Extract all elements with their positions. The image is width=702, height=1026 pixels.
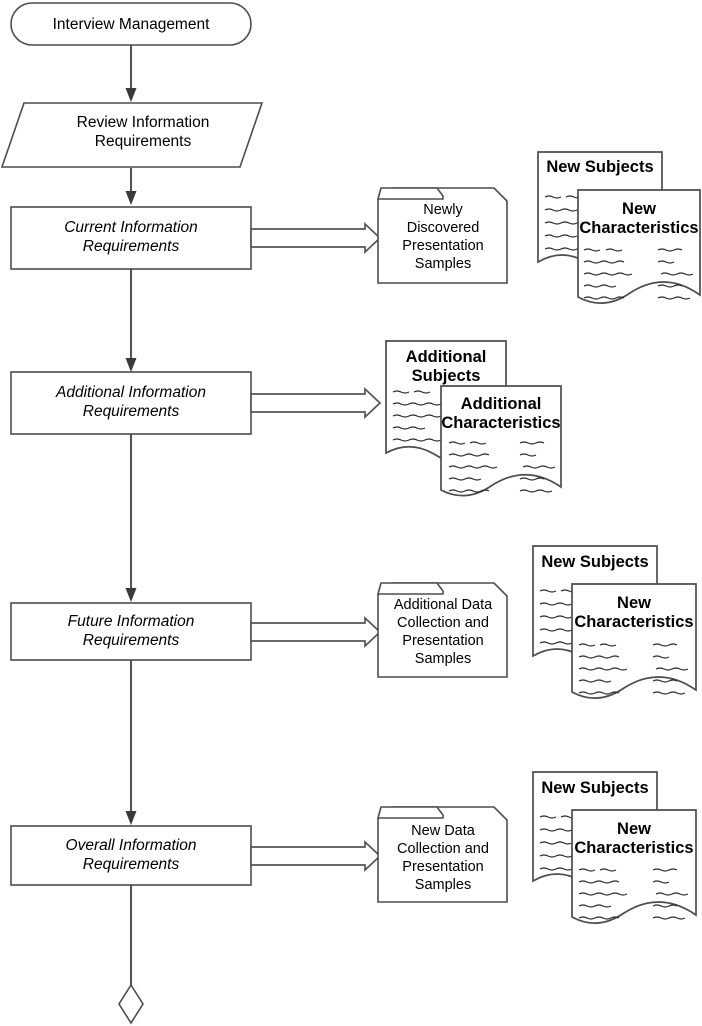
process-label-line1: Future Information [68, 613, 195, 630]
process-label-line2: Requirements [83, 632, 180, 649]
input-node-label-line1: Review Information [77, 114, 210, 131]
folder-line-1: New Data [411, 823, 476, 839]
process-node-current-information-requirements[interactable]: Current Information Requirements [10, 206, 252, 270]
folder-node-newly-discovered-presentation-samples[interactable]: Newly Discovered Presentation Samples [376, 187, 508, 284]
folder-line-2: Collection and [397, 841, 489, 857]
document-front-text-lines [578, 868, 689, 920]
document-front-label-line2: Characteristics [574, 613, 693, 631]
folder-line-2: Collection and [397, 615, 489, 631]
block-arrow-row3 [250, 616, 382, 648]
document-front-new-characteristics-row1[interactable]: New Characteristics [577, 189, 701, 304]
folder-line-1: Newly [423, 202, 463, 218]
folder-node-additional-data-collection-presentation-samples[interactable]: Additional Data Collection and Presentat… [376, 582, 508, 678]
folder-line-3: Presentation [402, 633, 483, 649]
document-back-text-lines [544, 195, 602, 251]
document-front-label-line2: Characteristics [579, 219, 698, 237]
process-node-overall-information-requirements[interactable]: Overall Information Requirements [10, 825, 252, 886]
input-node-review-information-requirements[interactable]: Review Information Requirements [0, 102, 264, 168]
document-back-text-lines [539, 815, 597, 871]
document-front-text-lines [448, 441, 556, 493]
document-front-new-characteristics-row3[interactable]: New Characteristics [571, 583, 697, 699]
document-front-text-lines [583, 248, 694, 300]
folder-line-2: Discovered [407, 220, 480, 236]
folder-line-1: Additional Data [394, 597, 493, 613]
start-node-interview-management[interactable]: Interview Management [10, 2, 252, 46]
document-front-label-line2: Characteristics [574, 839, 693, 857]
document-back-label: New Subjects [541, 779, 648, 797]
document-front-label-line1: New [622, 200, 656, 218]
process-label-line2: Requirements [83, 856, 180, 873]
process-label-line2: Requirements [83, 238, 180, 255]
block-arrow-row2 [250, 387, 382, 419]
process-label-line1: Additional Information [55, 384, 206, 401]
folder-line-3: Presentation [402, 859, 483, 875]
folder-line-3: Presentation [402, 238, 483, 254]
document-front-label-line1: New [617, 594, 651, 612]
document-back-label: New Subjects [541, 553, 648, 571]
end-node-diamond[interactable] [118, 983, 144, 1025]
document-back-label-line2: Subjects [412, 367, 481, 385]
document-front-label-line1: Additional [461, 395, 542, 413]
document-front-text-lines [578, 643, 689, 695]
document-back-label: New Subjects [546, 158, 653, 176]
folder-line-4: Samples [415, 651, 471, 667]
input-node-label-line2: Requirements [95, 133, 192, 150]
process-label-line1: Overall Information [66, 837, 197, 854]
folder-line-4: Samples [415, 877, 471, 893]
block-arrow-row4 [250, 840, 382, 872]
folder-node-new-data-collection-presentation-samples[interactable]: New Data Collection and Presentation Sam… [376, 806, 508, 903]
process-label-line2: Requirements [83, 403, 180, 420]
document-front-label-line1: New [617, 820, 651, 838]
start-node-label: Interview Management [53, 16, 210, 33]
process-node-future-information-requirements[interactable]: Future Information Requirements [10, 602, 252, 661]
process-label-line1: Current Information [64, 219, 198, 236]
block-arrow-row1 [250, 222, 382, 254]
document-front-new-characteristics-row4[interactable]: New Characteristics [571, 809, 697, 924]
document-front-additional-characteristics-row2[interactable]: Additional Characteristics [440, 385, 562, 497]
process-node-additional-information-requirements[interactable]: Additional Information Requirements [10, 371, 252, 435]
document-front-label-line2: Characteristics [441, 414, 560, 432]
main-flow-spine [125, 45, 137, 985]
document-back-label-line1: Additional [406, 348, 487, 366]
folder-line-4: Samples [415, 256, 471, 272]
